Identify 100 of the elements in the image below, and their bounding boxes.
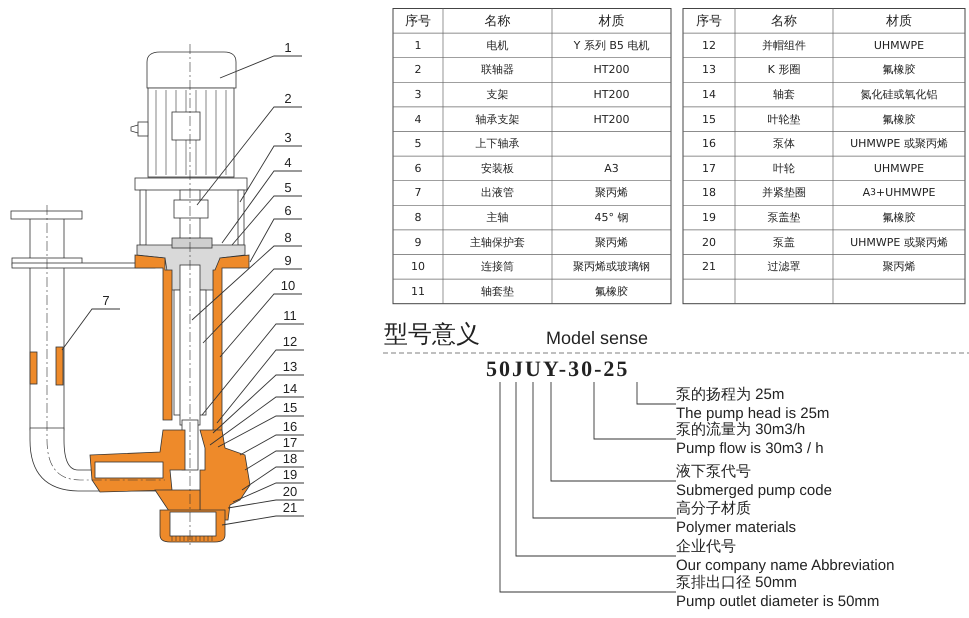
part-name: 泵盖垫 (766, 210, 802, 226)
part-name: 并紧垫圈 (761, 185, 807, 202)
column-header: 名称 (484, 12, 512, 31)
part-name: 支架 (486, 87, 510, 104)
column-header: 名称 (770, 12, 798, 31)
model-code: 50JUY-30-25 (486, 358, 662, 382)
column-header: 材质 (598, 12, 626, 31)
part-number: 18 (701, 185, 717, 202)
part-number: 8 (414, 210, 422, 226)
material: 45° 钢 (594, 210, 630, 226)
leader-line (192, 246, 302, 320)
callout-number: 11 (276, 308, 304, 324)
leader-line (62, 308, 120, 350)
part-number: 13 (701, 62, 717, 78)
material: 氟橡胶 (882, 112, 916, 128)
material: 聚丙烯或玻璃钢 (572, 259, 651, 276)
part-name: 叶轮垫 (766, 112, 802, 128)
bracket-line (636, 382, 676, 404)
leader-line (244, 450, 304, 470)
leader-line (228, 500, 304, 508)
material: UHMWPE (872, 38, 926, 54)
callout-number: 1 (274, 40, 302, 56)
part-name: 叶轮 (772, 160, 796, 177)
callout-number: 6 (274, 203, 302, 219)
leader-line (232, 196, 302, 246)
english-text: Our company name Abbreviation (676, 556, 894, 574)
part-name: 连接筒 (480, 259, 515, 276)
part-name: 联轴器 (480, 62, 515, 78)
callout-number: 3 (274, 130, 302, 146)
material: A3 (603, 160, 620, 177)
part-number: 19 (701, 210, 717, 226)
material: 聚丙烯 (594, 185, 629, 202)
english-text: Submerged pump code (676, 481, 832, 500)
leader-line (232, 482, 304, 502)
chinese-text: 泵排出口径 50mm (676, 574, 797, 592)
material: Y 系列 B5 电机 (572, 38, 650, 54)
callout-number: 13 (276, 359, 304, 375)
section-heading: 型号意义 (384, 320, 480, 348)
part-number: 21 (701, 259, 717, 276)
material: 聚丙烯 (882, 259, 916, 276)
leader-line (216, 350, 304, 424)
callout-number: 20 (276, 484, 304, 500)
column-header: 材质 (885, 12, 913, 31)
material: HT200 (592, 87, 630, 104)
material: UHMWPE (872, 160, 926, 177)
leader-line (218, 416, 304, 448)
material: 氟橡胶 (594, 284, 629, 300)
material: HT200 (592, 112, 630, 128)
part-number: 10 (410, 259, 426, 276)
callout-number: 12 (276, 334, 304, 350)
material: HT200 (592, 62, 630, 78)
leader-line (222, 516, 304, 526)
column-header: 序号 (695, 12, 723, 31)
part-name: 上下轴承 (474, 136, 520, 152)
leader-line (196, 106, 302, 206)
english-text: Pump outlet diameter is 50mm (676, 592, 880, 611)
leader-line (220, 56, 302, 78)
callout-number: 5 (274, 180, 302, 196)
part-name: 轴承支架 (474, 112, 520, 128)
callout-number: 21 (276, 500, 304, 516)
chinese-text: 高分子材质 (676, 499, 751, 518)
leader-line (202, 324, 304, 416)
part-name: 主轴 (486, 210, 510, 226)
part-number: 14 (701, 87, 717, 104)
leader-line (220, 294, 302, 358)
callout-number: 9 (274, 253, 302, 269)
callout-number: 16 (276, 419, 304, 435)
part-number: 5 (414, 136, 422, 152)
material: 氟橡胶 (882, 210, 916, 226)
callout-number: 15 (276, 400, 304, 416)
bracket-line (550, 382, 676, 482)
material: UHMWPE 或聚丙烯 (849, 234, 949, 251)
bracket-line (516, 382, 676, 556)
part-number: 9 (414, 234, 422, 251)
part-name: K 形圈 (766, 62, 802, 78)
callout-number: 4 (274, 155, 302, 171)
leader-line (210, 396, 304, 446)
part-name: 轴套 (772, 87, 796, 104)
part-number: 2 (414, 62, 422, 78)
part-number: 12 (701, 38, 717, 54)
part-name: 过滤罩 (766, 259, 802, 276)
part-name: 泵体 (772, 136, 796, 152)
part-name: 轴套垫 (480, 284, 515, 300)
part-number: 7 (414, 185, 422, 202)
part-name: 电机 (486, 38, 510, 54)
bracket-line (594, 382, 676, 440)
material: 氮化硅或氧化铝 (860, 87, 938, 104)
leader-line (240, 434, 304, 456)
part-number: 6 (414, 160, 422, 177)
leader-line (242, 466, 304, 490)
section-heading: Model sense (546, 327, 648, 349)
material: 聚丙烯 (594, 234, 629, 251)
chinese-text: 泵的扬程为 25m (676, 385, 784, 404)
leader-line (240, 146, 302, 202)
part-name: 并帽组件 (761, 38, 807, 54)
leader-line (222, 170, 302, 244)
callout-number: 10 (274, 278, 302, 294)
callout-number: 2 (274, 91, 302, 107)
material: UHMWPE 或聚丙烯 (849, 136, 949, 152)
part-name: 出液管 (480, 185, 515, 202)
